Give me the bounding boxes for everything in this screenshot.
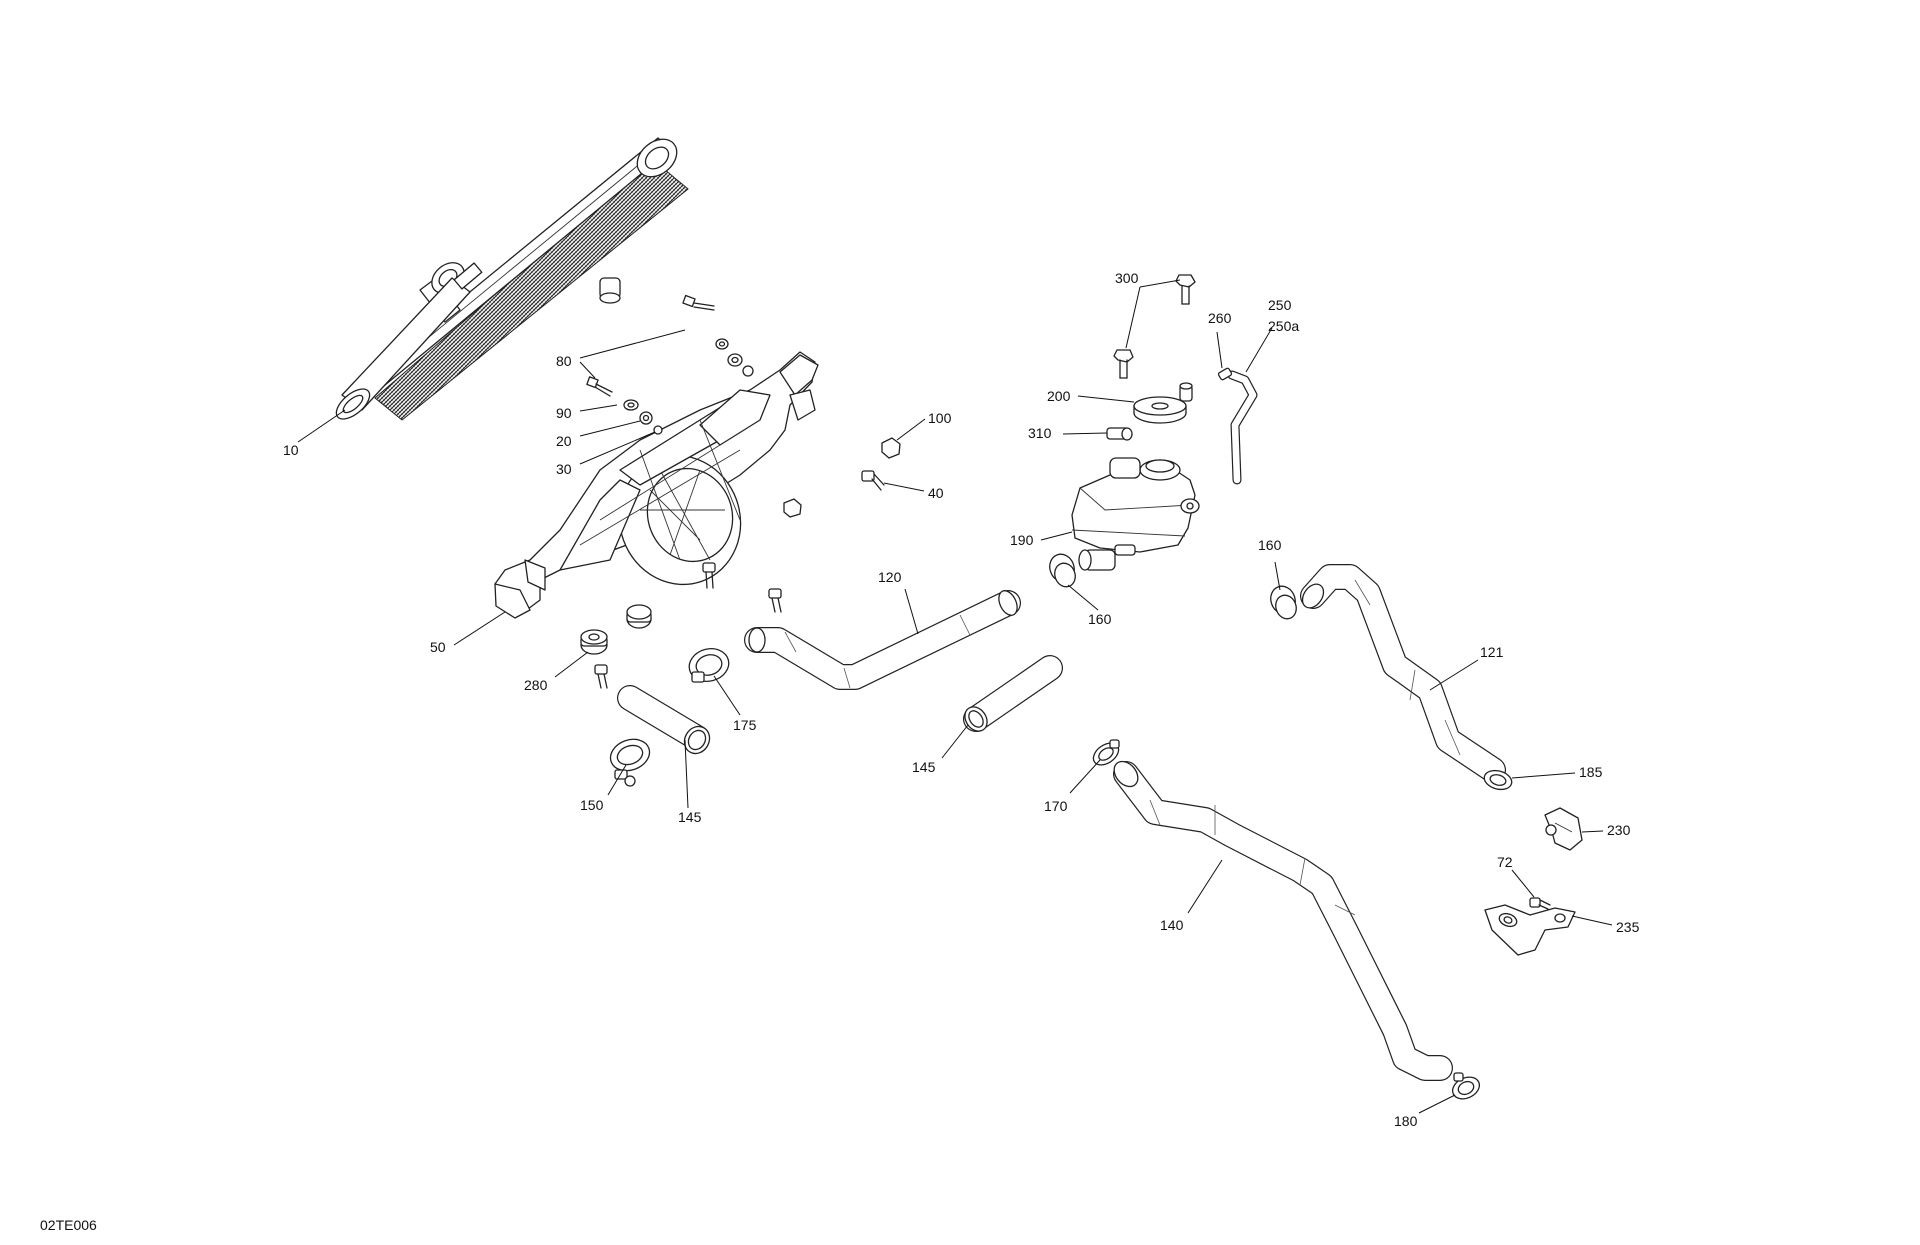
callout-90: 90 <box>556 405 572 421</box>
bolt-72 <box>1529 897 1551 910</box>
radiator-part <box>335 137 689 421</box>
callout-40: 40 <box>928 485 944 501</box>
callout-170: 170 <box>1044 798 1068 814</box>
callout-250: 250 <box>1268 297 1292 313</box>
callout-230: 230 <box>1607 822 1631 838</box>
callout-160-right: 160 <box>1258 537 1282 553</box>
callout-200: 200 <box>1047 388 1071 404</box>
coolant-reservoir <box>1071 457 1200 571</box>
clamp-185 <box>1483 769 1513 791</box>
callout-300: 300 <box>1115 270 1139 286</box>
hose-145-left <box>617 685 711 755</box>
clamp-170 <box>1092 739 1120 766</box>
leader-lines <box>297 279 1613 1114</box>
fan-shroud-part <box>494 351 819 619</box>
reservoir-cap-200 <box>1133 396 1187 424</box>
hose-121 <box>1300 564 1506 783</box>
callout-145-left: 145 <box>678 809 702 825</box>
callout-20: 20 <box>556 433 572 449</box>
callout-180: 180 <box>1394 1113 1418 1129</box>
callout-160-left: 160 <box>1088 611 1112 627</box>
callout-145-middle: 145 <box>912 759 936 775</box>
callout-80: 80 <box>556 353 572 369</box>
callout-140: 140 <box>1160 917 1184 933</box>
callout-10: 10 <box>283 442 299 458</box>
callout-50: 50 <box>430 639 446 655</box>
clamp-160-left <box>1049 553 1076 588</box>
clamp-180 <box>1451 1072 1481 1100</box>
diagram-code: 02TE006 <box>40 1217 97 1233</box>
callout-310: 310 <box>1028 425 1052 441</box>
fitting-small <box>1179 382 1193 402</box>
callout-250a: 250a <box>1268 318 1299 334</box>
callout-185: 185 <box>1579 764 1603 780</box>
callout-150: 150 <box>580 797 604 813</box>
callout-260: 260 <box>1208 310 1232 326</box>
callout-30: 30 <box>556 461 572 477</box>
vent-hose-250 <box>1217 367 1258 485</box>
hose-140 <box>1113 760 1453 1081</box>
callout-72: 72 <box>1497 854 1513 870</box>
clamp-150 <box>609 738 651 787</box>
clamp-160-right <box>1270 585 1297 620</box>
callout-121: 121 <box>1480 644 1504 660</box>
callout-120: 120 <box>878 569 902 585</box>
clamp-175 <box>688 648 730 683</box>
bracket-235 <box>1484 904 1576 956</box>
shroud-fasteners <box>580 294 901 689</box>
callout-190: 190 <box>1010 532 1034 548</box>
callout-labels: 10 80 90 20 30 100 40 50 280 175 150 145… <box>283 270 1640 1129</box>
callout-280: 280 <box>524 677 548 693</box>
callout-235: 235 <box>1616 919 1640 935</box>
bolts-300 <box>1113 274 1196 379</box>
callout-100: 100 <box>928 410 952 426</box>
hose-145-middle <box>963 655 1063 732</box>
hose-120 <box>744 590 1021 690</box>
callout-175: 175 <box>733 717 757 733</box>
clip-310 <box>1106 427 1133 441</box>
clamp-230 <box>1544 807 1583 851</box>
